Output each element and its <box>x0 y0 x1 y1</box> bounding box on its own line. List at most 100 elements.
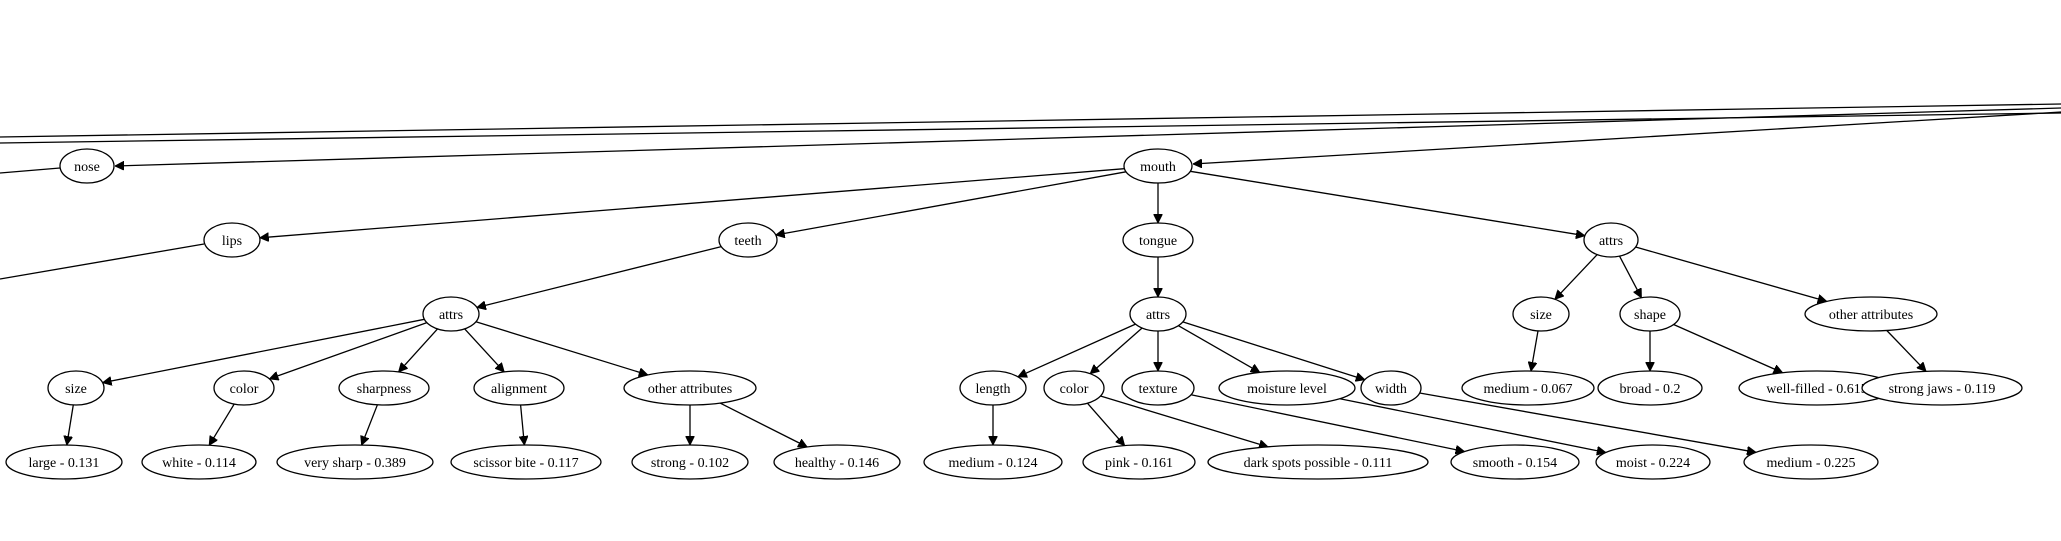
node-tongue-length-val: medium - 0.124 <box>923 444 1063 480</box>
node-ellipse <box>959 370 1027 406</box>
edges-layer <box>0 103 2061 453</box>
node-ellipse <box>141 444 257 480</box>
node-ellipse <box>1450 444 1580 480</box>
node-label: attrs <box>439 308 463 323</box>
node-label: medium - 0.225 <box>1766 456 1855 471</box>
node-label: other attributes <box>648 382 732 397</box>
node-label: width <box>1375 382 1407 397</box>
node-label: smooth - 0.154 <box>1473 456 1557 471</box>
node-label: shape <box>1634 308 1666 323</box>
node-ellipse <box>450 444 602 480</box>
edge-teeth_attrs-to-teeth_alignment <box>464 328 505 372</box>
node-ellipse <box>5 444 123 480</box>
node-label: large - 0.131 <box>29 456 100 471</box>
node-mouth-attrs: attrs <box>1583 222 1639 258</box>
node-label: medium - 0.124 <box>948 456 1037 471</box>
node-ellipse <box>1804 296 1938 332</box>
edge-teeth_attrs-to-teeth_color <box>269 321 428 379</box>
node-mouth-size: size <box>1512 296 1570 332</box>
edge-teeth_attrs-to-teeth_sharpness <box>399 328 438 372</box>
node-mouth: mouth <box>1123 148 1193 184</box>
edge-mouth_shape-to-mouth_shape_val2 <box>1673 323 1783 373</box>
edge-tongue_attrs-to-tongue_moisture <box>1178 325 1259 373</box>
node-ellipse <box>276 444 434 480</box>
node-tongue-color: color <box>1043 370 1105 406</box>
node-label: size <box>1530 308 1552 323</box>
node-mouth-other-val: strong jaws - 0.119 <box>1861 370 2023 406</box>
node-label: nose <box>74 160 100 175</box>
node-tongue-width: width <box>1360 370 1422 406</box>
node-ellipse <box>1743 444 1879 480</box>
node-teeth-sharpness: sharpness <box>338 370 430 406</box>
node-teeth-alignment: alignment <box>473 370 565 406</box>
node-ellipse <box>203 222 261 258</box>
node-tongue-length: length <box>959 370 1027 406</box>
node-ellipse <box>1861 370 2023 406</box>
edge-tongue_width-to-tongue_width_val <box>1419 392 1756 452</box>
node-ellipse <box>47 370 105 406</box>
node-tongue-color-val2: dark spots possible - 0.111 <box>1207 444 1429 480</box>
node-label: moisture level <box>1247 382 1327 397</box>
node-mouth-shape-val2: well-filled - 0.615 <box>1738 370 1896 406</box>
node-label: strong jaws - 0.119 <box>1889 382 1996 397</box>
node-ellipse <box>1122 222 1194 258</box>
node-ellipse <box>631 444 749 480</box>
edge-to-mouth <box>1193 111 2061 164</box>
node-ellipse <box>1121 370 1195 406</box>
node-ellipse <box>1082 444 1196 480</box>
node-ellipse <box>1129 296 1187 332</box>
node-teeth: teeth <box>718 222 778 258</box>
edge-teeth-to-teeth_attrs <box>477 245 722 308</box>
edge-mouth-to-lips <box>260 168 1125 238</box>
node-label: very sharp - 0.389 <box>304 456 406 471</box>
edge-mouth-to-mouth_attrs <box>1190 170 1585 235</box>
offscreen-edge-1 <box>0 103 2061 138</box>
edge-mouth-to-teeth <box>776 171 1127 235</box>
node-teeth-size-val: large - 0.131 <box>5 444 123 480</box>
edge-tongue_color-to-tongue_color_val1 <box>1086 402 1124 445</box>
node-ellipse <box>1583 222 1639 258</box>
node-ellipse <box>422 296 480 332</box>
edge-to-nose <box>115 107 2061 166</box>
node-ellipse <box>1360 370 1422 406</box>
node-label: alignment <box>491 382 547 397</box>
node-label: tongue <box>1139 234 1177 249</box>
node-ellipse <box>1043 370 1105 406</box>
node-teeth-other: other attributes <box>623 370 757 406</box>
node-teeth-color: color <box>213 370 275 406</box>
node-ellipse <box>1512 296 1570 332</box>
edge-mouth_attrs-to-mouth_other <box>1635 246 1827 301</box>
node-tongue-texture-val: smooth - 0.154 <box>1450 444 1580 480</box>
node-label: color <box>1060 382 1089 397</box>
node-teeth-alignment-val: scissor bite - 0.117 <box>450 444 602 480</box>
node-label: teeth <box>734 234 761 249</box>
edge-mouth_other-to-mouth_other_val <box>1886 330 1926 372</box>
edge-teeth_other-to-teeth_other_val2 <box>719 402 807 448</box>
node-label: healthy - 0.146 <box>795 456 879 471</box>
node-tongue-moisture-val: moist - 0.224 <box>1595 444 1711 480</box>
edge-from-nose <box>0 167 61 174</box>
edge-teeth_attrs-to-teeth_size <box>103 318 425 382</box>
node-ellipse <box>338 370 430 406</box>
node-label: length <box>976 382 1011 397</box>
node-ellipse <box>1595 444 1711 480</box>
node-teeth-size: size <box>47 370 105 406</box>
node-label: strong - 0.102 <box>651 456 729 471</box>
node-label: color <box>230 382 259 397</box>
node-teeth-other-val2: healthy - 0.146 <box>773 444 901 480</box>
node-label: broad - 0.2 <box>1619 382 1680 397</box>
node-tongue-width-val: medium - 0.225 <box>1743 444 1879 480</box>
node-teeth-color-val: white - 0.114 <box>141 444 257 480</box>
node-ellipse <box>473 370 565 406</box>
node-label: moist - 0.224 <box>1616 456 1690 471</box>
node-label: white - 0.114 <box>162 456 236 471</box>
node-label: size <box>65 382 87 397</box>
node-ellipse <box>718 222 778 258</box>
node-mouth-shape-val1: broad - 0.2 <box>1597 370 1703 406</box>
edge-from-lips <box>0 243 205 280</box>
node-mouth-shape: shape <box>1619 296 1681 332</box>
node-label: attrs <box>1146 308 1170 323</box>
node-label: well-filled - 0.615 <box>1766 382 1867 397</box>
node-label: pink - 0.161 <box>1105 456 1173 471</box>
